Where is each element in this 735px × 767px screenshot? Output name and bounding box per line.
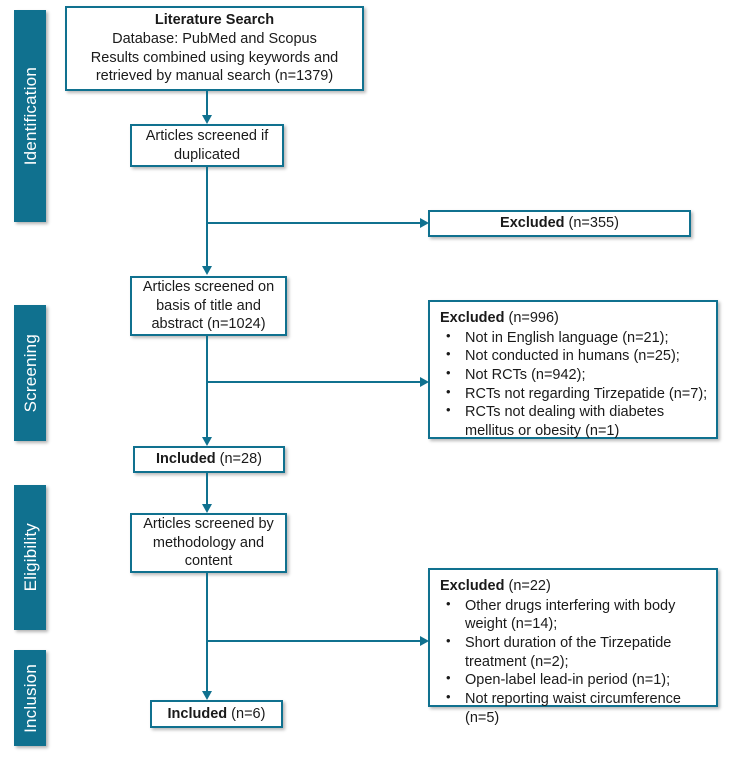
list-item: Not conducted in humans (n=25); [440, 346, 708, 366]
connector-methodology-branch-excluded [206, 640, 422, 642]
connector-title-abstract-trunk [206, 336, 208, 438]
list-item: RCTs not regarding Tirzepatide (n=7); [440, 384, 708, 404]
list-item: RCTs not dealing with diabetes mellitus … [440, 402, 708, 440]
literature-search-results-line2: retrieved by manual search (n=1379) [95, 68, 334, 85]
box-screened-methodology: Articles screened by methodology and con… [130, 513, 287, 573]
list-item: Not in English language (n=21); [440, 328, 708, 348]
excluded-22-label: Excluded [440, 578, 505, 594]
arrowhead-included28-to-methodology [202, 504, 212, 513]
excluded-355-count: (n=355) [564, 215, 619, 232]
screened-title-abstract-line1: Articles screened on [142, 279, 275, 296]
box-excluded-screening: Excluded (n=996) Not in English language… [428, 300, 718, 439]
stage-label-eligibility: Eligibility [20, 523, 40, 592]
stage-label-identification: Identification [20, 66, 40, 166]
screened-duplicates-line1: Articles screened if [145, 127, 269, 144]
stage-label-screening: Screening [20, 333, 40, 413]
included-28-label: Included [156, 451, 216, 468]
arrowhead-methodology-to-included-6 [202, 691, 212, 700]
box-screened-duplicates: Articles screened if duplicated [130, 124, 284, 167]
stage-bar-screening: Screening [14, 305, 46, 441]
screened-methodology-line2: methodology and [152, 534, 265, 551]
screened-methodology-line1: Articles screened by [143, 516, 274, 533]
arrowhead-search-to-duplicates [202, 115, 212, 124]
connector-search-to-duplicates [206, 91, 208, 116]
stage-bar-identification: Identification [14, 10, 46, 222]
arrowhead-title-abstract-to-included-28 [202, 437, 212, 446]
excluded-355-label: Excluded [500, 215, 565, 232]
arrowhead-duplicates-to-title-abstract [202, 266, 212, 275]
arrowhead-branch-excluded-355 [420, 218, 429, 228]
excluded-22-count: (n=22) [504, 578, 551, 594]
connector-duplicates-branch-excluded [206, 222, 422, 224]
box-literature-search: Literature Search Database: PubMed and S… [65, 6, 364, 91]
box-screened-title-abstract: Articles screened on basis of title and … [130, 276, 287, 336]
excluded-eligibility-reason-list: Other drugs interfering with body weight… [440, 596, 708, 728]
included-6-count: (n=6) [227, 705, 266, 722]
arrowhead-branch-excluded-22 [420, 636, 429, 646]
box-included-28: Included (n=28) [133, 446, 285, 473]
box-excluded-eligibility: Excluded (n=22) Other drugs interfering … [428, 568, 718, 726]
screened-duplicates-line2: duplicated [173, 146, 241, 163]
literature-search-title: Literature Search [154, 12, 275, 29]
screened-title-abstract-line3: abstract (n=1024) [151, 316, 266, 333]
screened-title-abstract-line2: basis of title and [156, 297, 261, 314]
box-included-6: Included (n=6) [150, 700, 283, 728]
excluded-996-label: Excluded [440, 310, 505, 326]
connector-title-abstract-branch-excluded [206, 381, 422, 383]
list-item: Other drugs interfering with body weight… [440, 596, 708, 634]
stage-label-inclusion: Inclusion [20, 663, 40, 733]
list-item: Short duration of the Tirzepatide treatm… [440, 633, 708, 671]
screened-methodology-line3: content [184, 553, 233, 570]
included-28-count: (n=28) [215, 451, 262, 468]
list-item: Not reporting waist circumference (n=5) [440, 689, 708, 727]
included-6-label: Included [167, 705, 228, 722]
literature-search-database: Database: PubMed and Scopus [112, 30, 317, 47]
stage-bar-eligibility: Eligibility [14, 485, 46, 630]
stage-bar-inclusion: Inclusion [14, 650, 46, 746]
excluded-996-count: (n=996) [504, 310, 559, 326]
arrowhead-branch-excluded-996 [420, 377, 429, 387]
connector-duplicates-trunk [206, 167, 208, 267]
connector-included28-to-methodology [206, 473, 208, 505]
box-excluded-duplicates: Excluded (n=355) [428, 210, 691, 237]
connector-methodology-trunk [206, 573, 208, 692]
list-item: Not RCTs (n=942); [440, 365, 708, 385]
list-item: Open-label lead-in period (n=1); [440, 670, 708, 690]
excluded-screening-reason-list: Not in English language (n=21); Not cond… [440, 328, 708, 441]
literature-search-results-line1: Results combined using keywords and [90, 49, 339, 66]
